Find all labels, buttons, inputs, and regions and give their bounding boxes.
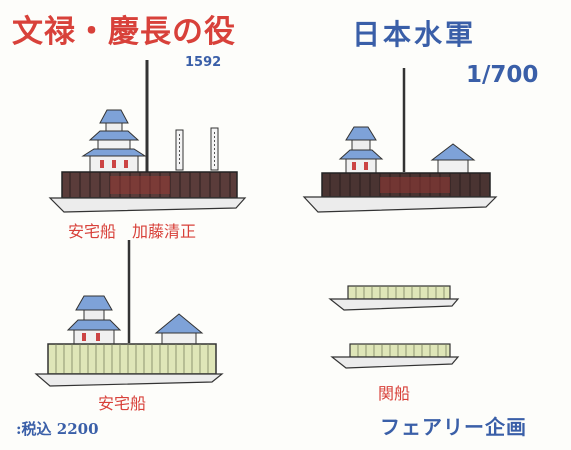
main-title: 文禄・慶長の役 [12, 14, 236, 50]
scale-label: 1/700 [466, 62, 539, 88]
price-label: :税込 2200 [16, 420, 99, 438]
ship-1-illustration [48, 60, 247, 213]
year-label: 1592 [185, 55, 222, 70]
ship-1-caption: 安宅船 加藤清正 [68, 222, 197, 241]
sub-title: 日本水軍 [352, 18, 477, 51]
ship-3-caption: 安宅船 [98, 394, 147, 413]
ship-5-illustration [330, 343, 460, 369]
ship-2-illustration [302, 68, 498, 213]
sekibune-caption: 関船 [378, 384, 411, 403]
ship-3-illustration [34, 240, 224, 387]
maker-name: フェアリー企画 [380, 415, 527, 439]
ship-4-illustration [328, 285, 460, 311]
